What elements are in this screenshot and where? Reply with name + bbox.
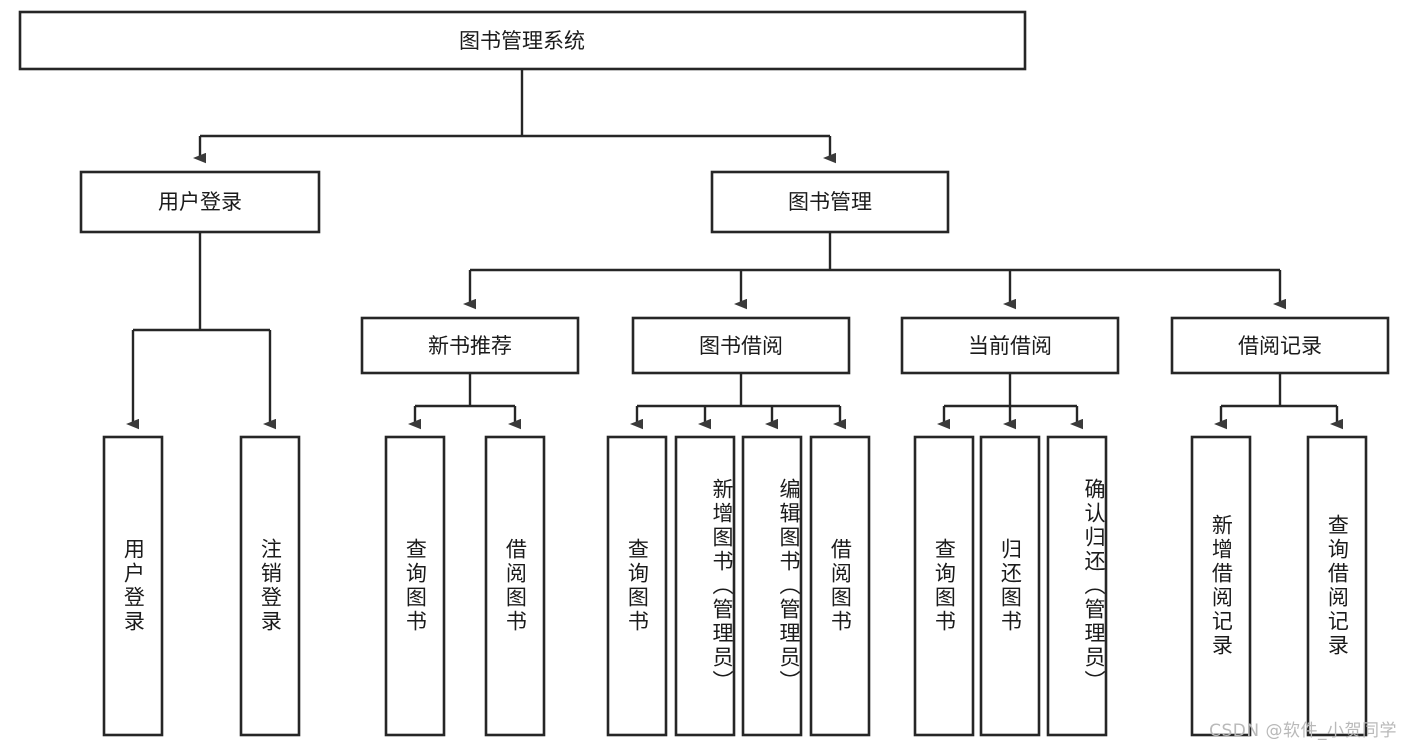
leaf-node-query-book-new[interactable] [384, 435, 446, 737]
leaf-node-query-book-current[interactable] [913, 435, 975, 737]
connector-borrow-to-leaves [630, 373, 846, 430]
node-borrow-record-label: 借阅记录 [1238, 334, 1322, 358]
leaf-node-query-borrow-record[interactable] [1306, 435, 1368, 737]
node-book-borrow[interactable]: 图书借阅 [631, 316, 851, 375]
node-book-management-label: 图书管理 [788, 190, 872, 214]
csdn-watermark: CSDN @软件_小贺同学 [1209, 721, 1397, 741]
connector-borrow-record-to-leaves [1214, 373, 1343, 430]
leaf-node-logout[interactable] [239, 435, 301, 737]
leaf-node-borrow-book[interactable] [809, 435, 871, 737]
node-current-borrow-label: 当前借阅 [968, 334, 1052, 358]
leaf-node-confirm-return-admin[interactable] [1046, 435, 1108, 737]
leaf-node-borrow-book-new[interactable] [484, 435, 546, 737]
leaf-node-add-borrow-record[interactable] [1190, 435, 1252, 737]
node-current-borrow[interactable]: 当前借阅 [900, 316, 1120, 375]
leaf-node-edit-book-admin[interactable] [741, 435, 803, 737]
node-root-system[interactable]: 图书管理系统 [18, 10, 1027, 71]
node-book-management[interactable]: 图书管理 [710, 170, 950, 234]
connector-book-manage-to-level2 [463, 232, 1286, 310]
node-new-book-recommend[interactable]: 新书推荐 [360, 316, 580, 375]
node-book-borrow-label: 图书借阅 [699, 334, 783, 358]
leaf-node-add-book-admin[interactable] [674, 435, 736, 737]
node-new-book-recommend-label: 新书推荐 [428, 334, 512, 358]
leaf-node-query-book-borrow[interactable] [606, 435, 668, 737]
connector-root-to-level1 [193, 69, 836, 164]
leaf-node-return-book[interactable] [979, 435, 1041, 737]
leaf-node-user-login[interactable] [102, 435, 164, 737]
node-root-system-label: 图书管理系统 [459, 29, 585, 53]
node-user-login[interactable]: 用户登录 [79, 170, 321, 234]
node-borrow-record[interactable]: 借阅记录 [1170, 316, 1390, 375]
connector-user-login-to-leaves [126, 232, 276, 430]
node-user-login-label: 用户登录 [158, 190, 242, 214]
connector-current-borrow-to-leaves [937, 373, 1083, 430]
connector-new-book-to-leaves [408, 373, 521, 430]
